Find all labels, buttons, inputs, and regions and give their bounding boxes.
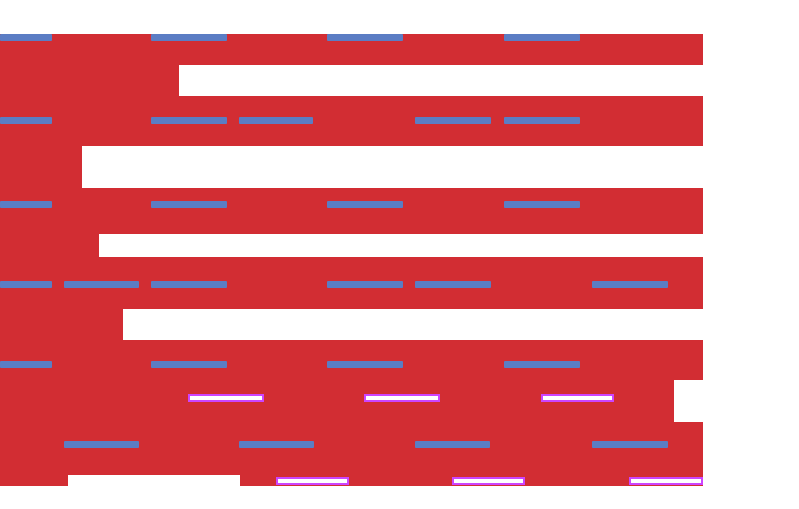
line-marker-r5-c1[interactable] xyxy=(0,361,52,368)
line-marker-r2-c3[interactable] xyxy=(239,117,313,124)
line-marker-r2-c4[interactable] xyxy=(415,117,491,124)
line-marker-r4-c1[interactable] xyxy=(0,281,52,288)
line-marker-r3-c2[interactable] xyxy=(151,201,227,208)
block-row-3 xyxy=(0,188,703,234)
line-marker-r3-c3[interactable] xyxy=(327,201,403,208)
block-row-3-left xyxy=(0,234,99,257)
line-marker-r6-c1[interactable] xyxy=(64,441,139,448)
line-marker-r6-c3[interactable] xyxy=(415,441,490,448)
line-marker-r2-c2[interactable] xyxy=(151,117,227,124)
block-row-1-left xyxy=(0,65,179,96)
block-row-5 xyxy=(0,340,703,380)
highlight-field-3[interactable] xyxy=(541,394,614,402)
highlight-field-5[interactable] xyxy=(452,477,525,485)
page-title: Redacted Document Overlay xyxy=(0,21,1,22)
block-row-8-left xyxy=(0,475,68,486)
highlight-field-1[interactable] xyxy=(188,394,264,402)
line-marker-r1-c1[interactable] xyxy=(0,34,52,41)
line-marker-r1-c2[interactable] xyxy=(151,34,227,41)
block-row-4-left xyxy=(0,309,123,340)
line-marker-r5-c2[interactable] xyxy=(151,361,227,368)
block-row-7 xyxy=(0,422,703,475)
line-marker-r1-c3[interactable] xyxy=(327,34,403,41)
highlight-field-4[interactable] xyxy=(276,477,349,485)
line-marker-r2-c5[interactable] xyxy=(504,117,580,124)
line-marker-r3-c1[interactable] xyxy=(0,201,52,208)
line-marker-r4-c6[interactable] xyxy=(592,281,668,288)
line-marker-r2-c1[interactable] xyxy=(0,117,52,124)
line-marker-r5-c3[interactable] xyxy=(327,361,403,368)
line-marker-r6-c4[interactable] xyxy=(592,441,668,448)
page-description: Masked document page: solid red occlusio… xyxy=(0,16,1,17)
line-marker-r1-c4[interactable] xyxy=(504,34,580,41)
highlight-field-6[interactable] xyxy=(629,477,703,485)
block-row-2-left xyxy=(0,146,82,188)
block-row-2 xyxy=(0,96,703,146)
line-marker-r3-c4[interactable] xyxy=(504,201,580,208)
line-marker-r4-c5[interactable] xyxy=(415,281,491,288)
line-marker-r4-c2[interactable] xyxy=(64,281,139,288)
line-marker-r5-c4[interactable] xyxy=(504,361,580,368)
line-marker-r6-c2[interactable] xyxy=(239,441,314,448)
line-marker-r4-c4[interactable] xyxy=(327,281,403,288)
highlight-field-2[interactable] xyxy=(364,394,440,402)
line-marker-r4-c3[interactable] xyxy=(151,281,227,288)
